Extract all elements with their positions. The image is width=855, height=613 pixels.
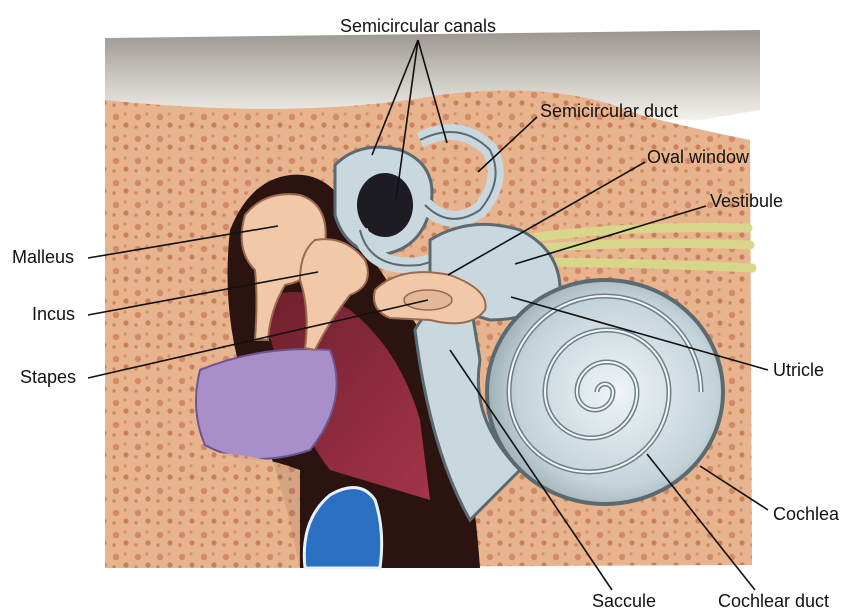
- eardrum-shape: [196, 349, 337, 459]
- label-cochlea: Cochlea: [773, 505, 839, 523]
- label-malleus: Malleus: [12, 248, 74, 266]
- cochlea-shape: [487, 280, 723, 504]
- label-semicircular-duct: Semicircular duct: [540, 102, 678, 120]
- label-stapes: Stapes: [20, 368, 76, 386]
- label-semicircular-canals: Semicircular canals: [340, 17, 496, 35]
- label-utricle: Utricle: [773, 361, 824, 379]
- label-incus: Incus: [32, 305, 75, 323]
- label-vestibule: Vestibule: [710, 192, 783, 210]
- label-cochlear-duct: Cochlear duct: [718, 592, 829, 610]
- label-oval-window: Oval window: [647, 148, 749, 166]
- label-saccule: Saccule: [592, 592, 656, 610]
